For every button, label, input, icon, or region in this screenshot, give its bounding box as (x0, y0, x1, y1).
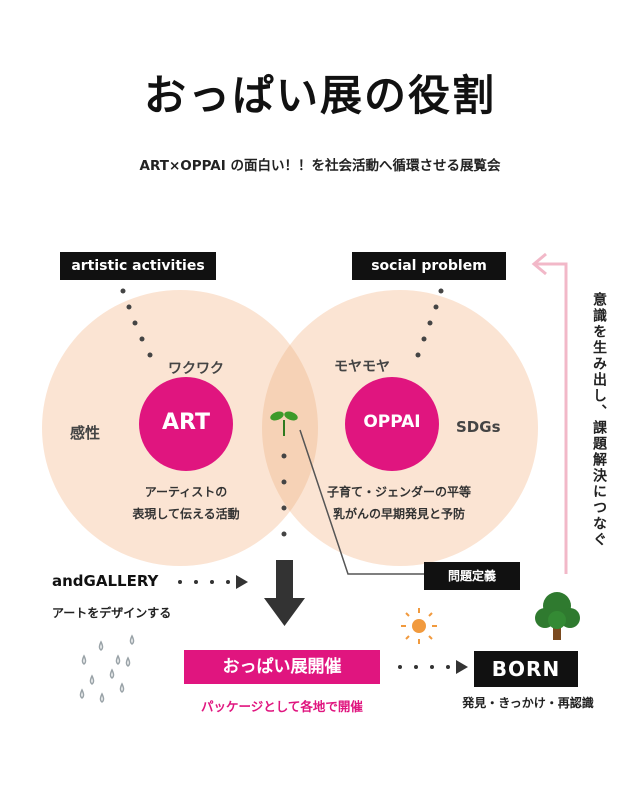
feedback-arrow-icon (531, 252, 568, 574)
dotted-line-left (120, 288, 153, 358)
art-circle (139, 377, 233, 471)
and-gallery-desc: アートをデザインする (52, 606, 172, 620)
art-desc-line1: アーティストの (144, 485, 228, 499)
art-label: ART (162, 410, 210, 435)
page-subtitle: ART×OPPAI の面白い！！を社会活動へ循環させる展覧会 (139, 158, 501, 174)
born-box: BORN (474, 651, 578, 687)
feeling-left: ワクワク (168, 361, 224, 377)
dotted-arrow-gallery (178, 575, 248, 589)
sdgs-label: SDGs (456, 418, 501, 436)
oppai-label: OPPAI (363, 412, 421, 432)
sun-icon (401, 608, 437, 644)
sprout-icon (270, 411, 298, 436)
oppai-circle (345, 377, 439, 471)
dotted-arrow-born (398, 660, 468, 674)
down-arrow-icon (264, 560, 305, 626)
kansei-label: 感性 (70, 424, 101, 442)
event-desc: パッケージとして各地で開催 (201, 699, 363, 714)
oppai-desc-line2: 乳がんの早期発見と予防 (332, 507, 465, 521)
social-problem-label: social problem (352, 252, 506, 280)
oppai-desc-line1: 子育て・ジェンダーの平等 (326, 485, 471, 499)
and-gallery-title: andGALLERY (52, 572, 159, 590)
dotted-line-center (281, 453, 287, 537)
rain-icon (79, 634, 135, 703)
problem-connector-line (299, 429, 424, 575)
feeling-right: モヤモヤ (334, 359, 390, 375)
artistic-activities-label: artistic activities (60, 252, 216, 280)
tree-icon (535, 592, 580, 640)
problem-definition-box: 問題定義 (424, 562, 520, 590)
feedback-vertical-text: 意識を生み出し、課題解決につなぐ (591, 292, 607, 548)
page-title: おっぱい展の役割 (143, 71, 496, 120)
event-title-box: おっぱい展開催 (184, 650, 380, 684)
art-desc-line2: 表現して伝える活動 (132, 507, 240, 521)
born-desc: 発見・きっかけ・再認識 (462, 696, 594, 710)
dotted-line-right (415, 288, 444, 358)
